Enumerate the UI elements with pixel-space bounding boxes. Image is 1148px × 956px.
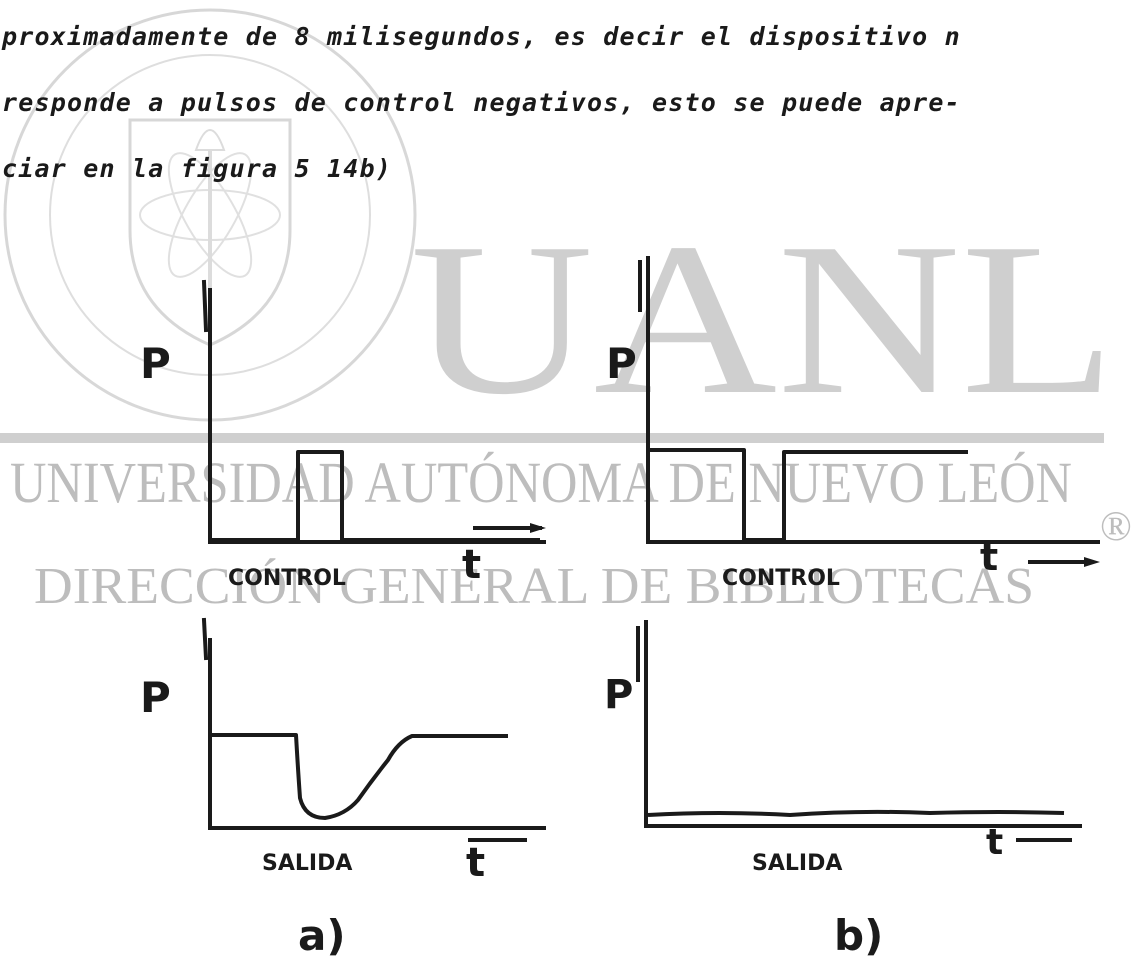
arrow-head — [1084, 557, 1100, 567]
y-axis-label: P — [604, 672, 633, 718]
plot-name: SALIDA — [752, 851, 842, 876]
y-axis-label: P — [606, 339, 637, 388]
control-pulse-positive — [212, 450, 540, 542]
plot-name: SALIDA — [262, 851, 352, 876]
panel-a-control-plot: P t CONTROL — [140, 279, 546, 591]
y-axis-arrow — [201, 279, 209, 333]
figure-caption-b: b) — [834, 911, 883, 956]
control-pulse-negative — [650, 448, 968, 542]
y-axis-arrow — [201, 617, 209, 661]
y-axis-label: P — [140, 339, 171, 388]
output-signal-flat — [647, 809, 1065, 817]
body-text-line: ciar en la figura 5 14b) — [2, 154, 393, 183]
x-axis-label: t — [986, 822, 1003, 863]
panel-a-output-plot: P t SALIDA — [140, 617, 546, 886]
panel-b-output-plot: P t SALIDA — [604, 620, 1082, 876]
plot-name: CONTROL — [228, 566, 346, 591]
x-axis-label: t — [466, 840, 485, 886]
body-text-line: proximadamente de 8 milisegundos, es dec… — [2, 22, 961, 51]
plot-name: CONTROL — [722, 566, 840, 591]
x-axis-label: t — [980, 535, 998, 579]
figure-caption-a: a) — [298, 911, 346, 956]
body-text-line: responde a pulsos de control negativos, … — [2, 88, 961, 117]
registered-mark: ® — [1100, 504, 1132, 550]
watermark-library-name: DIRECCIÓN GENERAL DE BIBLIOTECAS — [34, 557, 1034, 615]
arrow-head — [530, 523, 546, 533]
watermark-logo-text: UANL — [410, 199, 1116, 440]
output-signal — [212, 733, 508, 820]
x-axis-label: t — [462, 542, 481, 588]
panel-b-control-plot: P t CONTROL — [606, 256, 1100, 591]
watermark-university-name: UNIVERSIDAD AUTÓNOMA DE NUEVO LEÓN — [10, 450, 1072, 515]
y-axis-label: P — [140, 673, 171, 722]
